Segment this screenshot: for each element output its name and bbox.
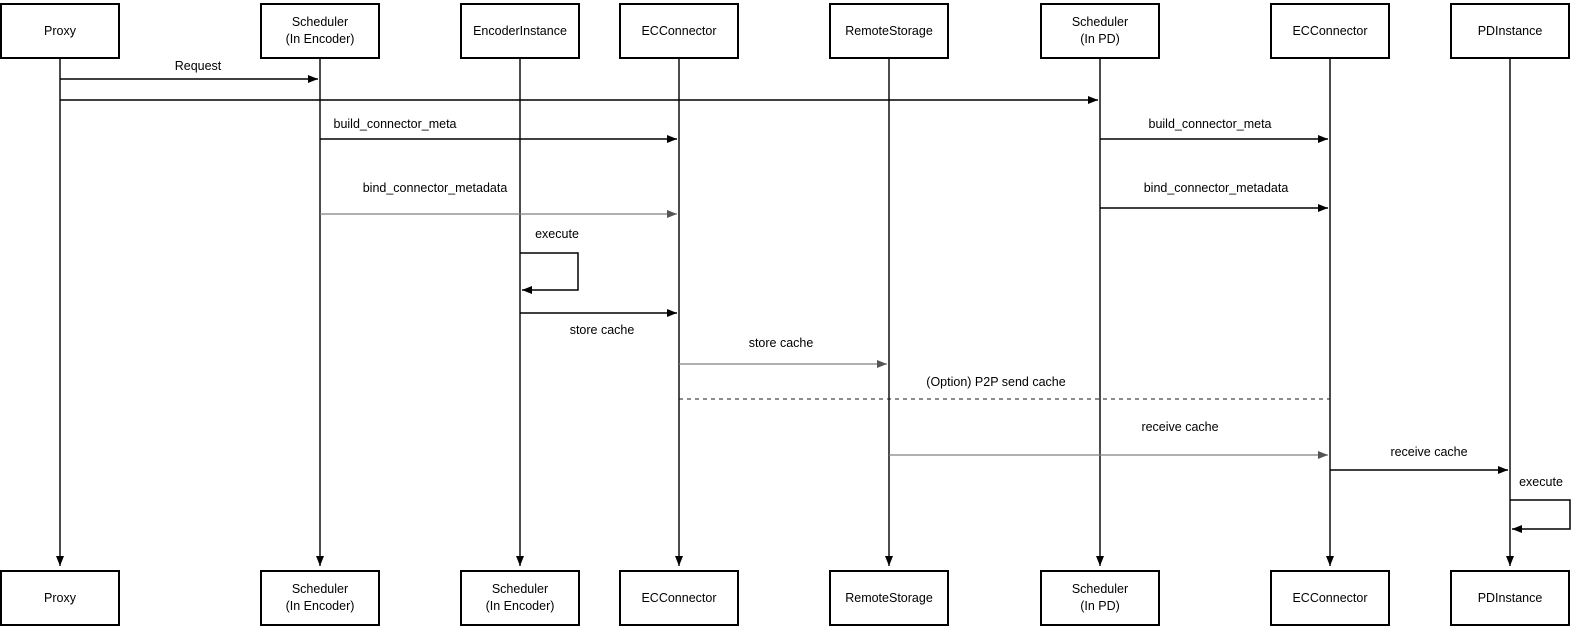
actor-box-proxy-top: Proxy <box>0 3 120 59</box>
actor-label: ECConnector <box>1292 23 1368 38</box>
actor-label: Proxy <box>44 590 76 605</box>
actor-label: ECConnector <box>1292 590 1368 605</box>
actor-label: ECConnector <box>641 23 717 38</box>
actor-box-ecconnector-right-bottom: ECConnector <box>1270 570 1390 626</box>
actor-box-encoder-instance-top: EncoderInstance <box>460 3 580 59</box>
actor-box-pdinstance-top: PDInstance <box>1450 3 1570 59</box>
arrow-execute-pd-selfloop <box>1510 499 1571 533</box>
message-label-build-connector-meta-encoder: build_connector_meta <box>333 117 457 131</box>
message-label-bind-connector-metadata-pd: bind_connector_metadata <box>1143 181 1289 195</box>
message-label-execute-pd: execute <box>1519 475 1563 489</box>
actor-label: Scheduler (In PD) <box>1071 15 1129 46</box>
message-label-bind-connector-metadata-encoder: bind_connector_metadata <box>362 181 508 195</box>
message-label-store-cache-to-remotestorage: store cache <box>748 336 814 350</box>
actor-box-scheduler-encoder2-bottom: Scheduler (In Encoder) <box>460 570 580 626</box>
actor-box-ecconnector-left-bottom: ECConnector <box>619 570 739 626</box>
actor-box-ecconnector-right-top: ECConnector <box>1270 3 1390 59</box>
actor-label: Scheduler (In Encoder) <box>285 582 355 613</box>
actor-box-ecconnector-left-top: ECConnector <box>619 3 739 59</box>
actor-box-pdinstance-bottom: PDInstance <box>1450 570 1570 626</box>
actor-label: Scheduler (In Encoder) <box>285 15 355 46</box>
message-label-execute-encoder: execute <box>535 227 579 241</box>
message-label-receive-cache-to-pdinstance: receive cache <box>1390 445 1468 459</box>
actor-label: Scheduler (In PD) <box>1071 582 1129 613</box>
message-label-receive-cache-to-ecconnector: receive cache <box>1141 420 1219 434</box>
actor-box-remote-storage-top: RemoteStorage <box>829 3 949 59</box>
message-label-build-connector-meta-pd: build_connector_meta <box>1148 117 1272 131</box>
actor-label: PDInstance <box>1477 23 1543 38</box>
actor-label: ECConnector <box>641 590 717 605</box>
actor-box-proxy-bottom: Proxy <box>0 570 120 626</box>
actor-label: RemoteStorage <box>845 590 933 605</box>
actor-box-remote-storage-bottom: RemoteStorage <box>829 570 949 626</box>
message-label-p2p-send-cache: (Option) P2P send cache <box>926 375 1066 389</box>
arrow-execute-encoder-selfloop <box>520 252 579 294</box>
actor-label: Proxy <box>44 23 76 38</box>
actor-box-scheduler-encoder-bottom: Scheduler (In Encoder) <box>260 570 380 626</box>
actor-box-scheduler-pd-bottom: Scheduler (In PD) <box>1040 570 1160 626</box>
actor-box-scheduler-pd-top: Scheduler (In PD) <box>1040 3 1160 59</box>
message-label-store-cache-to-ecconnector: store cache <box>569 323 635 337</box>
actor-label: RemoteStorage <box>845 23 933 38</box>
message-label-request: Request <box>174 59 222 73</box>
actor-label: PDInstance <box>1477 590 1543 605</box>
actor-box-scheduler-encoder-top: Scheduler (In Encoder) <box>260 3 380 59</box>
actor-label: EncoderInstance <box>473 23 567 38</box>
actor-label: Scheduler (In Encoder) <box>485 582 555 613</box>
